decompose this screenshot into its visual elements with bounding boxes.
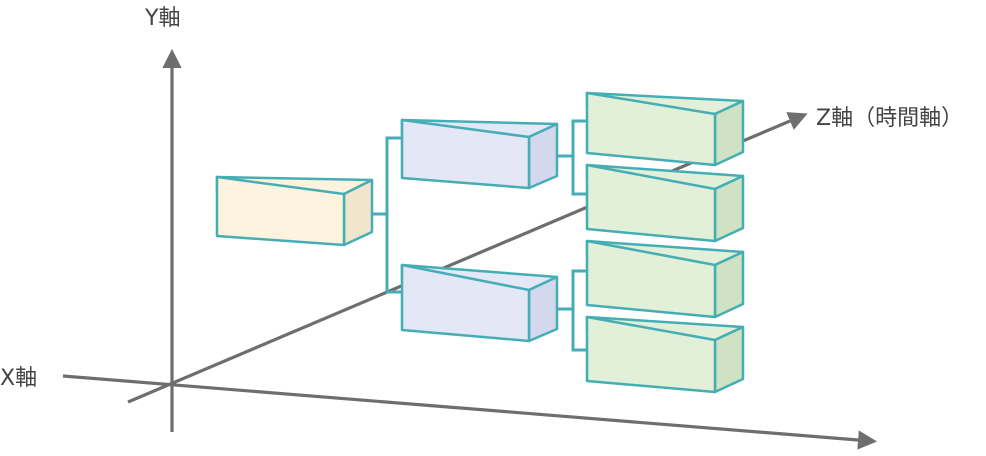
box-layer: [215, 91, 745, 394]
box-leaf-2: [585, 163, 745, 243]
box-leaf-1-front: [585, 91, 717, 167]
box-mid-top: [400, 118, 559, 190]
connector-midtop-leaf-trunk: [571, 119, 587, 196]
connector-midbottom-leaf-trunk: [571, 269, 587, 352]
box-leaf-2-side: [713, 174, 745, 243]
z-axis-label: Z軸（時間軸）: [816, 106, 963, 131]
x-axis-label: X軸: [0, 366, 37, 391]
box-leaf-3-front: [585, 239, 717, 319]
box-mid-top-front: [400, 118, 531, 190]
box-root-front: [215, 175, 346, 247]
y-axis-label: Y軸: [144, 6, 180, 31]
box-root: [215, 175, 374, 247]
x-axis-line: [62, 374, 878, 450]
axes: [62, 48, 878, 450]
box-leaf-1: [585, 91, 745, 167]
axis-labels: X軸 Y軸 Z軸（時間軸）: [0, 6, 963, 391]
box-leaf-4-side: [713, 325, 745, 394]
box-mid-bottom: [400, 263, 559, 343]
box-leaf-3-side: [713, 250, 745, 319]
box-leaf-4-front: [585, 315, 717, 394]
box-mid-bottom-front: [400, 263, 531, 343]
box-leaf-4: [585, 315, 745, 394]
connector-mid-trunk: [385, 136, 401, 294]
box-leaf-2-front: [585, 163, 717, 243]
z-axis-line: [127, 112, 808, 404]
box-leaf-3: [585, 239, 745, 319]
